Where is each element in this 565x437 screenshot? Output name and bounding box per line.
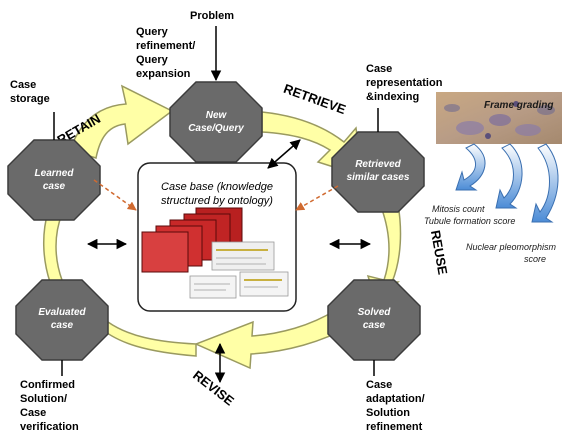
query-line2: refinement/	[136, 40, 195, 52]
case-representation-line2: representation	[366, 77, 443, 89]
node-new-case: New Case/Query	[169, 81, 263, 163]
new-case-line2: Case/Query	[188, 123, 244, 134]
solved-octagon	[327, 279, 421, 361]
frame-grading-panel: Frame grading Mitosis count Tubule forma…	[424, 92, 562, 264]
left-arc	[42, 211, 64, 283]
node-solved: Solved case	[327, 279, 421, 361]
case-storage-line2: storage	[10, 93, 50, 105]
evaluated-line2: case	[51, 320, 74, 331]
confirmed-line3: Case	[20, 407, 46, 419]
retain-arrow	[69, 84, 174, 159]
retrieved-line1: Retrieved	[355, 159, 401, 170]
tubule-formation-label: Tubule formation score	[424, 216, 515, 226]
case-adaptation-label: Case adaptation/ Solution refinement	[366, 379, 425, 433]
case-adaptation-line4: refinement	[366, 421, 423, 433]
confirmed-line1: Confirmed	[20, 379, 75, 391]
connectors	[53, 26, 379, 384]
case-storage-label: Case storage	[10, 79, 50, 105]
phase-retrieve: RETRIEVE	[282, 81, 349, 117]
node-learned-case: Learned case	[7, 139, 101, 221]
query-label: Query refinement/ Query expansion	[136, 26, 195, 80]
revise-arrow	[194, 309, 352, 370]
case-storage-line1: Case	[10, 79, 36, 91]
confirmed-line2: Solution/	[20, 393, 67, 405]
case-adaptation-line3: Solution	[366, 407, 410, 419]
case-adaptation-line1: Case	[366, 379, 392, 391]
case-representation-line3: &indexing	[366, 91, 419, 103]
new-case-octagon	[169, 81, 263, 163]
evaluated-octagon	[15, 279, 109, 361]
solved-line2: case	[363, 320, 386, 331]
case-representation-label: Case representation &indexing	[366, 63, 443, 103]
evaluated-line1: Evaluated	[38, 307, 86, 318]
red-folder-stack-icon	[141, 207, 289, 299]
mitosis-count-label: Mitosis count	[432, 204, 485, 214]
revise-arc	[96, 321, 197, 357]
retrieved-line2: similar cases	[347, 172, 410, 183]
double-arrow-top	[267, 139, 301, 169]
dashed-arrow-right	[295, 185, 339, 211]
node-retrieved: Retrieved similar cases	[331, 131, 425, 213]
phase-revise: REVISE	[190, 367, 237, 408]
node-evaluated: Evaluated case	[15, 279, 109, 361]
case-base-label-line1: Case base (knowledge	[161, 181, 273, 193]
new-case-line1: New	[206, 110, 228, 121]
query-line1: Query	[136, 26, 169, 38]
nuclear-pleomorphism-line2: score	[524, 254, 546, 264]
dashed-arrow-left	[93, 179, 137, 211]
curved-arrow-icon	[455, 143, 559, 223]
learned-case-line2: case	[43, 181, 66, 192]
nuclear-pleomorphism-line1: Nuclear pleomorphism	[466, 242, 557, 252]
confirmed-label: Confirmed Solution/ Case verification	[20, 379, 79, 433]
case-adaptation-line2: adaptation/	[366, 393, 425, 405]
confirmed-line4: verification	[20, 421, 79, 433]
frame-grading-title: Frame grading	[484, 100, 553, 111]
query-line3: Query	[136, 54, 169, 66]
phase-reuse: REUSE	[428, 229, 451, 276]
solved-line1: Solved	[358, 307, 392, 318]
tissue-image-icon	[436, 92, 562, 144]
learned-case-line1: Learned	[35, 168, 75, 179]
problem-label: Problem	[190, 10, 234, 22]
learned-case-octagon	[7, 139, 101, 221]
case-base: Case base (knowledge structured by ontol…	[137, 162, 297, 312]
case-representation-line1: Case	[366, 63, 392, 75]
query-line4: expansion	[136, 68, 191, 80]
retrieved-octagon	[331, 131, 425, 213]
case-base-label-line2: structured by ontology)	[161, 195, 273, 207]
